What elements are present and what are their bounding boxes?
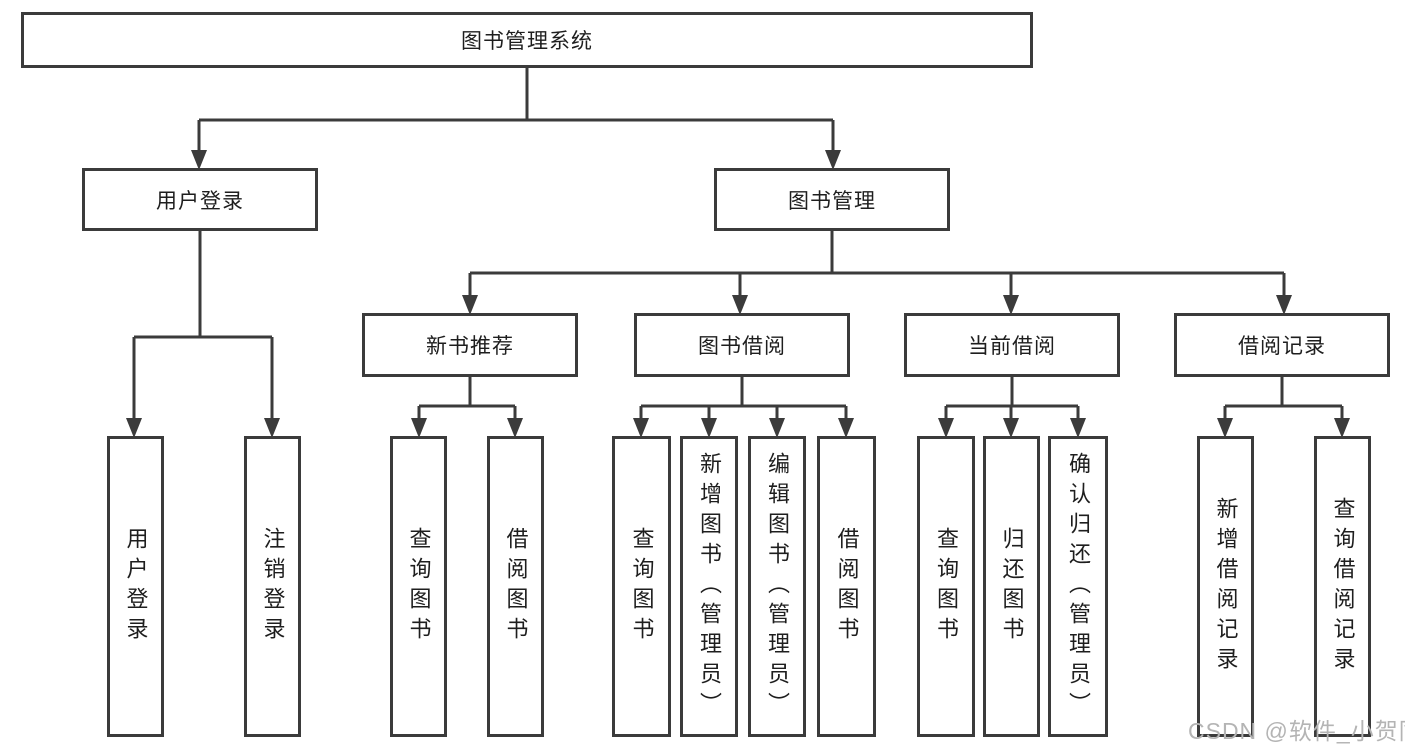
leaf-user-login-label: 用户登录 xyxy=(123,526,149,647)
leaf-borrow-books-label: 借阅图书 xyxy=(834,526,860,647)
node-new-book-recommend-label: 新书推荐 xyxy=(426,335,514,358)
arrow-down-icon xyxy=(769,418,785,438)
connector-new-book xyxy=(417,375,517,420)
leaf-return-books: 归还图书 xyxy=(983,436,1040,737)
csdn-watermark: CSDN @软件_小贺同学 xyxy=(1188,718,1405,744)
node-book-borrow-label: 图书借阅 xyxy=(698,335,786,358)
node-borrow-records: 借阅记录 xyxy=(1174,313,1390,377)
arrow-down-icon xyxy=(1003,418,1019,438)
leaf-confirm-return-admin: 确认归还（管理员） xyxy=(1048,436,1108,737)
leaf-query-borrow-record: 查询借阅记录 xyxy=(1314,436,1371,737)
node-book-management: 图书管理 xyxy=(714,168,950,231)
connector-current-borrow xyxy=(944,375,1080,420)
node-user-login: 用户登录 xyxy=(82,168,318,231)
node-library-system: 图书管理系统 xyxy=(21,12,1033,68)
node-library-system-label: 图书管理系统 xyxy=(461,30,593,53)
node-book-borrow: 图书借阅 xyxy=(634,313,850,377)
arrow-down-icon xyxy=(701,418,717,438)
arrow-down-icon xyxy=(1334,418,1350,438)
leaf-query-books-recommend: 查询图书 xyxy=(390,436,447,737)
leaf-query-books-current-label: 查询图书 xyxy=(934,526,959,647)
leaf-logout-label: 注销登录 xyxy=(260,526,286,647)
arrow-down-icon xyxy=(507,418,523,438)
leaf-add-borrow-record: 新增借阅记录 xyxy=(1197,436,1254,737)
arrow-down-icon xyxy=(462,295,478,315)
arrow-down-icon xyxy=(126,418,142,438)
arrow-down-icon xyxy=(938,418,954,438)
leaf-return-books-label: 归还图书 xyxy=(999,526,1025,647)
leaf-query-books-borrow-label: 查询图书 xyxy=(629,526,655,647)
arrow-down-icon xyxy=(1070,418,1086,438)
arrow-down-icon xyxy=(633,418,649,438)
arrow-down-icon xyxy=(732,295,748,315)
arrow-down-icon xyxy=(825,150,841,170)
node-book-management-label: 图书管理 xyxy=(788,189,876,213)
leaf-add-books-admin-label: 新增图书（管理员） xyxy=(697,451,722,722)
node-current-borrow-label: 当前借阅 xyxy=(968,335,1056,358)
leaf-edit-books-admin: 编辑图书（管理员） xyxy=(748,436,806,737)
leaf-add-books-admin: 新增图书（管理员） xyxy=(680,436,738,737)
node-user-login-label: 用户登录 xyxy=(156,189,244,213)
node-current-borrow: 当前借阅 xyxy=(904,313,1120,377)
leaf-borrow-books: 借阅图书 xyxy=(817,436,876,737)
connector-book-management xyxy=(468,229,1286,297)
arrow-down-icon xyxy=(411,418,427,438)
leaf-query-books-current: 查询图书 xyxy=(917,436,975,737)
leaf-logout: 注销登录 xyxy=(244,436,301,737)
arrowheads xyxy=(126,150,1350,438)
connector-root xyxy=(197,66,835,152)
arrow-down-icon xyxy=(191,150,207,170)
leaf-borrow-books-recommend-label: 借阅图书 xyxy=(503,526,529,647)
connector-borrow-records xyxy=(1223,375,1344,420)
leaf-confirm-return-admin-label: 确认归还（管理员） xyxy=(1066,451,1091,722)
arrow-down-icon xyxy=(838,418,854,438)
leaf-query-books-recommend-label: 查询图书 xyxy=(406,526,432,647)
node-borrow-records-label: 借阅记录 xyxy=(1238,335,1326,358)
leaf-query-borrow-record-label: 查询借阅记录 xyxy=(1330,496,1356,677)
node-new-book-recommend: 新书推荐 xyxy=(362,313,578,377)
leaf-edit-books-admin-label: 编辑图书（管理员） xyxy=(765,451,790,722)
connector-book-borrow xyxy=(639,375,848,420)
arrow-down-icon xyxy=(264,418,280,438)
leaf-query-books-borrow: 查询图书 xyxy=(612,436,671,737)
leaf-user-login: 用户登录 xyxy=(107,436,164,737)
connector-user-login xyxy=(132,229,274,420)
leaf-add-borrow-record-label: 新增借阅记录 xyxy=(1213,496,1239,677)
arrow-down-icon xyxy=(1003,295,1019,315)
arrow-down-icon xyxy=(1217,418,1233,438)
leaf-borrow-books-recommend: 借阅图书 xyxy=(487,436,544,737)
arrow-down-icon xyxy=(1276,295,1292,315)
